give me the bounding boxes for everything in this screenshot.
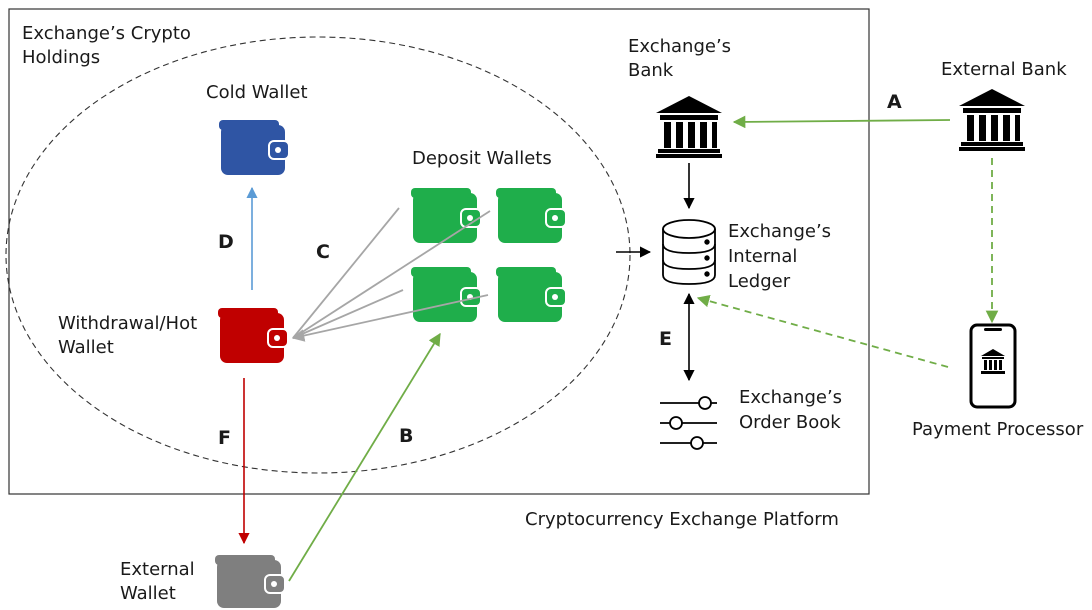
deposit-wallets-label: Deposit Wallets — [412, 148, 552, 169]
flow-label-f: F — [218, 427, 231, 449]
payment-processor-phone-icon — [969, 323, 1017, 409]
crypto-holdings-boundary — [5, 36, 631, 474]
flow-a-arrow — [732, 115, 951, 129]
cold-wallet-label: Cold Wallet — [206, 82, 308, 103]
flow-b-arrow — [288, 332, 441, 582]
ledger-label-line1: Exchange’s — [728, 221, 832, 242]
ledger-database-icon — [662, 219, 716, 285]
exchange-bank-label-line1: Exchange’s — [628, 36, 732, 57]
order-book-label-line1: Exchange’s — [739, 387, 843, 408]
deposit-wallet-icon-3 — [411, 267, 482, 322]
flow-label-e: E — [659, 328, 672, 350]
holdings-label-line1: Exchange’s Crypto — [22, 23, 191, 44]
exchange-bank-icon — [656, 96, 722, 158]
order-book-sliders-icon — [660, 396, 717, 450]
deposit-wallet-icon-2 — [496, 188, 567, 243]
cold-wallet-icon — [219, 120, 290, 175]
flow-label-b: B — [399, 425, 414, 447]
flow-label-d: D — [218, 231, 234, 253]
external-wallet-label-line2: Wallet — [120, 583, 176, 604]
deposit-wallet-icon-4 — [496, 267, 567, 322]
holdings-label-line2: Holdings — [22, 47, 101, 68]
external-wallet-icon — [215, 555, 286, 608]
payment-processor-label: Payment Processor — [912, 419, 1084, 440]
deposit-wallet-icon-1 — [411, 188, 482, 243]
hot-wallet-label-line2: Wallet — [58, 337, 114, 358]
flow-c-arrows — [291, 207, 491, 342]
order-book-label-line2: Order Book — [739, 412, 841, 433]
external-bank-icon — [959, 89, 1025, 151]
exchange-bank-label-line2: Bank — [628, 60, 674, 81]
ledger-label-line2: Internal — [728, 246, 798, 267]
platform-boundary — [8, 8, 870, 495]
flow-label-c: C — [316, 241, 330, 263]
platform-label: Cryptocurrency Exchange Platform — [525, 509, 839, 530]
processor-to-ledger-arrow — [696, 294, 949, 368]
hot-wallet-label-line1: Withdrawal/Hot — [58, 313, 198, 334]
external-bank-label: External Bank — [941, 59, 1067, 80]
flow-label-a: A — [887, 91, 902, 113]
external-wallet-label-line1: External — [120, 559, 195, 580]
hot-wallet-icon — [218, 308, 289, 363]
ledger-label-line3: Ledger — [728, 271, 791, 292]
